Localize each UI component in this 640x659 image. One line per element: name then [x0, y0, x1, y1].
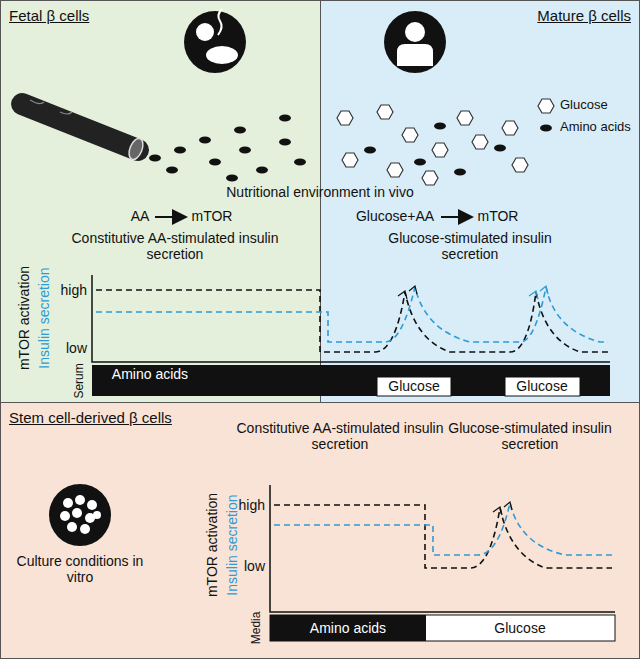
label: Amino acids [112, 366, 188, 382]
label: Insulin secretion [224, 494, 240, 595]
panel-title: Mature β cells [537, 7, 631, 24]
label: low [66, 340, 87, 356]
label: AA [131, 208, 150, 224]
label: Serum [73, 363, 87, 398]
label: Glucose-stimulated insulin secretion [445, 420, 615, 452]
label: mTOR activation [204, 493, 220, 597]
label: Glucose [494, 620, 545, 636]
label: high [239, 497, 265, 513]
label: Culture conditions in vitro [5, 553, 155, 585]
label: high [61, 282, 87, 298]
label: mTOR activation [16, 266, 32, 370]
label: Nutritional environment in vivo [226, 184, 414, 200]
panel-title: Stem cell-derived β cells [9, 409, 172, 426]
panel-title: Fetal β cells [9, 7, 89, 24]
label: mTOR [478, 208, 519, 224]
label: low [244, 558, 265, 574]
label: Glucose [388, 378, 439, 394]
label: Media [250, 612, 264, 645]
label: Insulin secretion [36, 267, 52, 368]
label: Amino acids [310, 620, 386, 636]
label: Glucose [516, 378, 567, 394]
label: mTOR [192, 208, 233, 224]
label: Glucose-stimulated insulin secretion [385, 230, 555, 262]
label: Constitutive AA-stimulated insulin secre… [70, 230, 280, 262]
legend-text: Amino acids [560, 120, 631, 135]
label: Constitutive AA-stimulated insulin secre… [235, 420, 445, 452]
label: Glucose+AA [356, 208, 434, 224]
legend-text: Glucose [560, 98, 608, 113]
